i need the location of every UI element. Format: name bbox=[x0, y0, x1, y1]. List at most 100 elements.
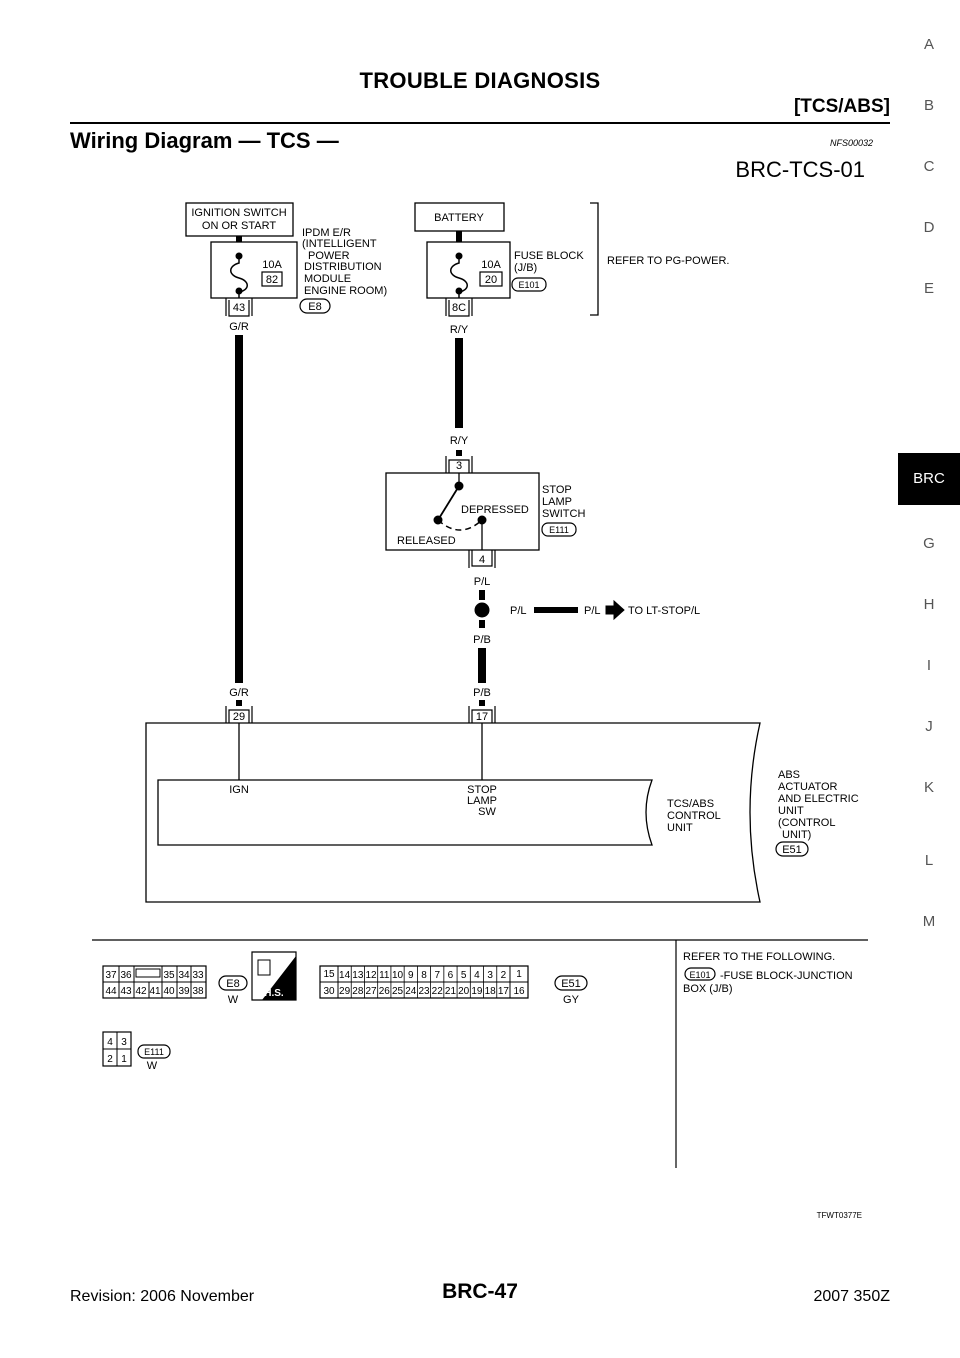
stop-lamp-label-2: LAMP bbox=[542, 496, 572, 508]
ipdm-fuse-num: 82 bbox=[266, 274, 278, 286]
refer-following: REFER TO THE FOLLOWING. bbox=[683, 951, 835, 963]
ipdm-label-1: IPDM E/R bbox=[302, 227, 351, 239]
ipdm-label-6: ENGINE ROOM) bbox=[304, 285, 387, 297]
connector-e111-pins: 4 3 2 1 bbox=[107, 1037, 127, 1065]
abs-terminal-29: 29 bbox=[233, 711, 245, 723]
refer-item-1: -FUSE BLOCK-JUNCTION bbox=[720, 970, 853, 982]
abs-label-1: ABS bbox=[778, 769, 800, 781]
e111-id: E111 bbox=[144, 1047, 164, 1057]
refer-item-2: BOX (J/B) bbox=[683, 983, 733, 995]
tcs-control-unit-box bbox=[157, 779, 653, 846]
e51-pin-top: 5 bbox=[461, 970, 467, 981]
e51-pin-top: 4 bbox=[474, 970, 480, 981]
svg-text:1: 1 bbox=[516, 969, 522, 980]
e51-pin-bottom: 20 bbox=[458, 986, 470, 997]
stop-lamp-switch-box bbox=[385, 472, 540, 551]
ipdm-connector: E8 bbox=[308, 301, 321, 313]
e51-pin-top: 2 bbox=[501, 970, 507, 981]
side-tab-k[interactable]: K bbox=[923, 779, 934, 796]
e51-pin-bottom: 26 bbox=[379, 986, 391, 997]
e51-pin-top: 3 bbox=[487, 970, 493, 981]
tcs-label-2: CONTROL bbox=[667, 810, 721, 822]
e51-color: GY bbox=[563, 994, 580, 1006]
side-tab-c[interactable]: C bbox=[923, 158, 935, 175]
e51-pin-top: 13 bbox=[352, 970, 364, 981]
refer-connector: E101 bbox=[689, 970, 710, 980]
e111-color: W bbox=[147, 1060, 158, 1072]
tcs-label-1: TCS/ABS bbox=[667, 798, 714, 810]
wire-gr-bottom: G/R bbox=[229, 687, 249, 699]
side-tab-index: A B C D E BRC G H I J K L M bbox=[898, 0, 960, 960]
wire-pl-branch-1: P/L bbox=[510, 605, 527, 617]
e51-pin-bottom: 24 bbox=[405, 986, 417, 997]
footer-page-number: BRC-47 bbox=[442, 1280, 518, 1303]
wire-pb-top: P/B bbox=[473, 634, 491, 646]
svg-text:2: 2 bbox=[107, 1054, 113, 1065]
ipdm-label-5: MODULE bbox=[304, 273, 351, 285]
fb-connector: E101 bbox=[518, 280, 539, 290]
side-tab-e[interactable]: E bbox=[923, 280, 934, 297]
side-tab-g[interactable]: G bbox=[923, 535, 935, 552]
abs-connector: E51 bbox=[782, 844, 802, 856]
e51-pin-bottom: 17 bbox=[498, 986, 510, 997]
abs-label-5: (CONTROL bbox=[778, 817, 835, 829]
e51-pin-top: 12 bbox=[366, 970, 378, 981]
stop-terminal-3: 3 bbox=[456, 460, 462, 472]
svg-text:40: 40 bbox=[163, 986, 175, 997]
svg-text:3: 3 bbox=[121, 1037, 127, 1048]
tcs-label-3: UNIT bbox=[667, 822, 693, 834]
connector-e51-tag bbox=[775, 841, 809, 857]
side-tab-l[interactable]: L bbox=[924, 852, 934, 869]
side-tab-brc[interactable]: BRC bbox=[898, 453, 960, 505]
stop-lamp-label-3: SWITCH bbox=[542, 508, 585, 520]
stop-lamp-sw-3: SW bbox=[478, 806, 496, 818]
wire-pl-branch-2: P/L bbox=[584, 605, 601, 617]
svg-text:37: 37 bbox=[105, 970, 117, 981]
ipdm-module-box bbox=[210, 241, 298, 299]
ipdm-label-2: (INTELLIGENT bbox=[302, 238, 377, 250]
connector-pin-labels: 37 36 35 34 33 44 43 42 41 40 39 38 bbox=[105, 970, 204, 997]
wire-pb-bottom: P/B bbox=[473, 687, 491, 699]
side-tab-d[interactable]: D bbox=[923, 219, 935, 236]
diagram-title: BRC-TCS-01 bbox=[735, 157, 865, 182]
stop-lamp-connector: E111 bbox=[549, 525, 569, 535]
side-tab-m[interactable]: M bbox=[922, 913, 936, 930]
svg-text:42: 42 bbox=[135, 986, 147, 997]
battery-label: BATTERY bbox=[434, 212, 484, 224]
svg-text:44: 44 bbox=[105, 986, 117, 997]
side-tab-a[interactable]: A bbox=[923, 36, 934, 53]
e51-pin-bottom: 28 bbox=[352, 986, 364, 997]
abs-terminal-17: 17 bbox=[476, 711, 488, 723]
svg-text:34: 34 bbox=[178, 970, 190, 981]
refer-power: REFER TO PG-POWER. bbox=[607, 255, 729, 267]
side-tab-i[interactable]: I bbox=[926, 657, 932, 674]
fuse-block-label-2: (J/B) bbox=[514, 262, 537, 274]
ignition-label-1: IGNITION SWITCH bbox=[191, 207, 286, 219]
header-rule bbox=[70, 122, 890, 124]
stop-lamp-sw-2: LAMP bbox=[467, 795, 497, 807]
abs-label-3: AND ELECTRIC bbox=[778, 793, 859, 805]
side-tab-j[interactable]: J bbox=[925, 718, 933, 735]
stop-terminal-4: 4 bbox=[479, 554, 485, 566]
to-lt-stop-arrow bbox=[605, 599, 625, 621]
page-header-subtitle: [TCS/ABS] bbox=[793, 96, 890, 117]
ipdm-fuse-amp: 10A bbox=[262, 259, 282, 271]
ipdm-label-3: POWER bbox=[308, 250, 350, 262]
to-lt-stop-label: TO LT-STOP/L bbox=[628, 605, 700, 617]
section-title: Wiring Diagram — TCS — bbox=[70, 128, 339, 153]
svg-text:41: 41 bbox=[149, 986, 161, 997]
svg-text:35: 35 bbox=[163, 970, 175, 981]
side-tab-h[interactable]: H bbox=[923, 596, 935, 613]
connector-e8-tag bbox=[299, 298, 331, 314]
e51-id: E51 bbox=[561, 978, 581, 990]
stop-lamp-sw-1: STOP bbox=[467, 784, 497, 796]
side-tab-b[interactable]: B bbox=[923, 97, 934, 114]
ipdm-terminal: 43 bbox=[233, 302, 245, 314]
e51-pin-bottom: 19 bbox=[471, 986, 483, 997]
connector-e111-tag bbox=[541, 522, 577, 537]
e8-id: E8 bbox=[226, 978, 239, 990]
svg-text:15: 15 bbox=[323, 969, 335, 980]
e51-pin-bottom: 21 bbox=[445, 986, 457, 997]
